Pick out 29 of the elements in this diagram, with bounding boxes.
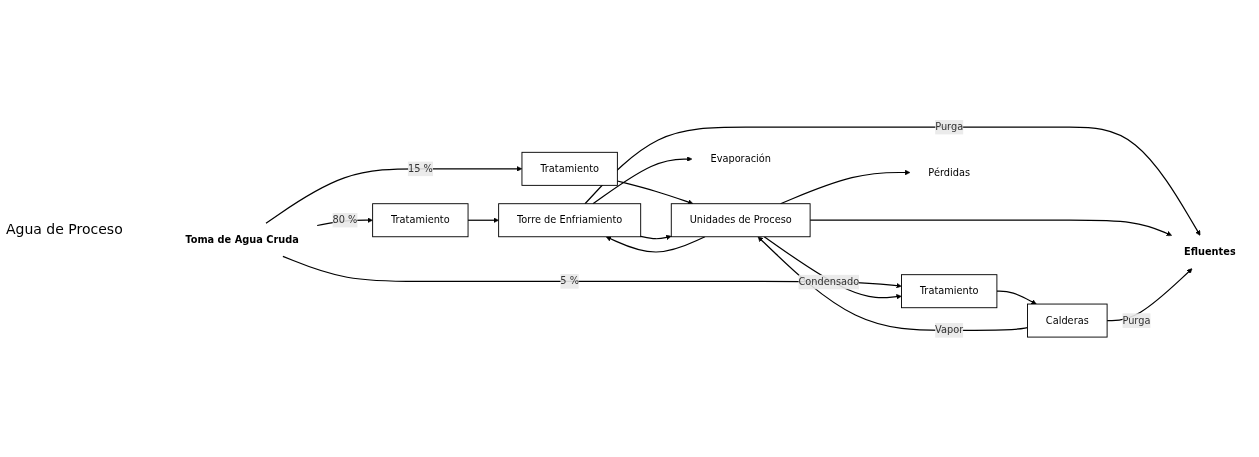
- edge-label: 80 %: [332, 213, 358, 226]
- arrow: [640, 234, 672, 240]
- edge-label: 15 %: [407, 162, 433, 175]
- arrow: [282, 255, 902, 289]
- note-text: Agua de Proceso: [6, 220, 124, 237]
- arrow: [616, 180, 694, 205]
- arrow: [757, 236, 1029, 331]
- node-box: Torre de Enfriamiento: [498, 202, 642, 237]
- node-box: Tratamiento: [372, 202, 469, 237]
- edge-label: Purga: [935, 120, 964, 133]
- node-text: Pérdidas: [928, 166, 971, 178]
- edge-label: Purga: [1122, 314, 1151, 326]
- edge-label: Condensado: [798, 275, 860, 288]
- node-text: Toma de Agua Cruda: [185, 233, 299, 246]
- node-box: Unidades de Proceso: [670, 202, 811, 237]
- edge-label: Vapor: [935, 323, 964, 336]
- arrow: [592, 156, 693, 205]
- node-box: Calderas: [1027, 303, 1108, 338]
- edge-label: 5 %: [560, 275, 579, 287]
- arrow: [467, 217, 499, 223]
- arrow: [605, 235, 706, 253]
- arrow: [763, 235, 902, 300]
- arrow: [996, 290, 1037, 304]
- arrow: [809, 219, 1172, 236]
- node-text: Evaporación: [710, 152, 771, 165]
- node-box: Tratamiento: [901, 273, 998, 308]
- node-text: Efluentes: [1184, 245, 1236, 258]
- arrow: [584, 126, 1201, 236]
- node-box: Tratamiento: [521, 151, 618, 186]
